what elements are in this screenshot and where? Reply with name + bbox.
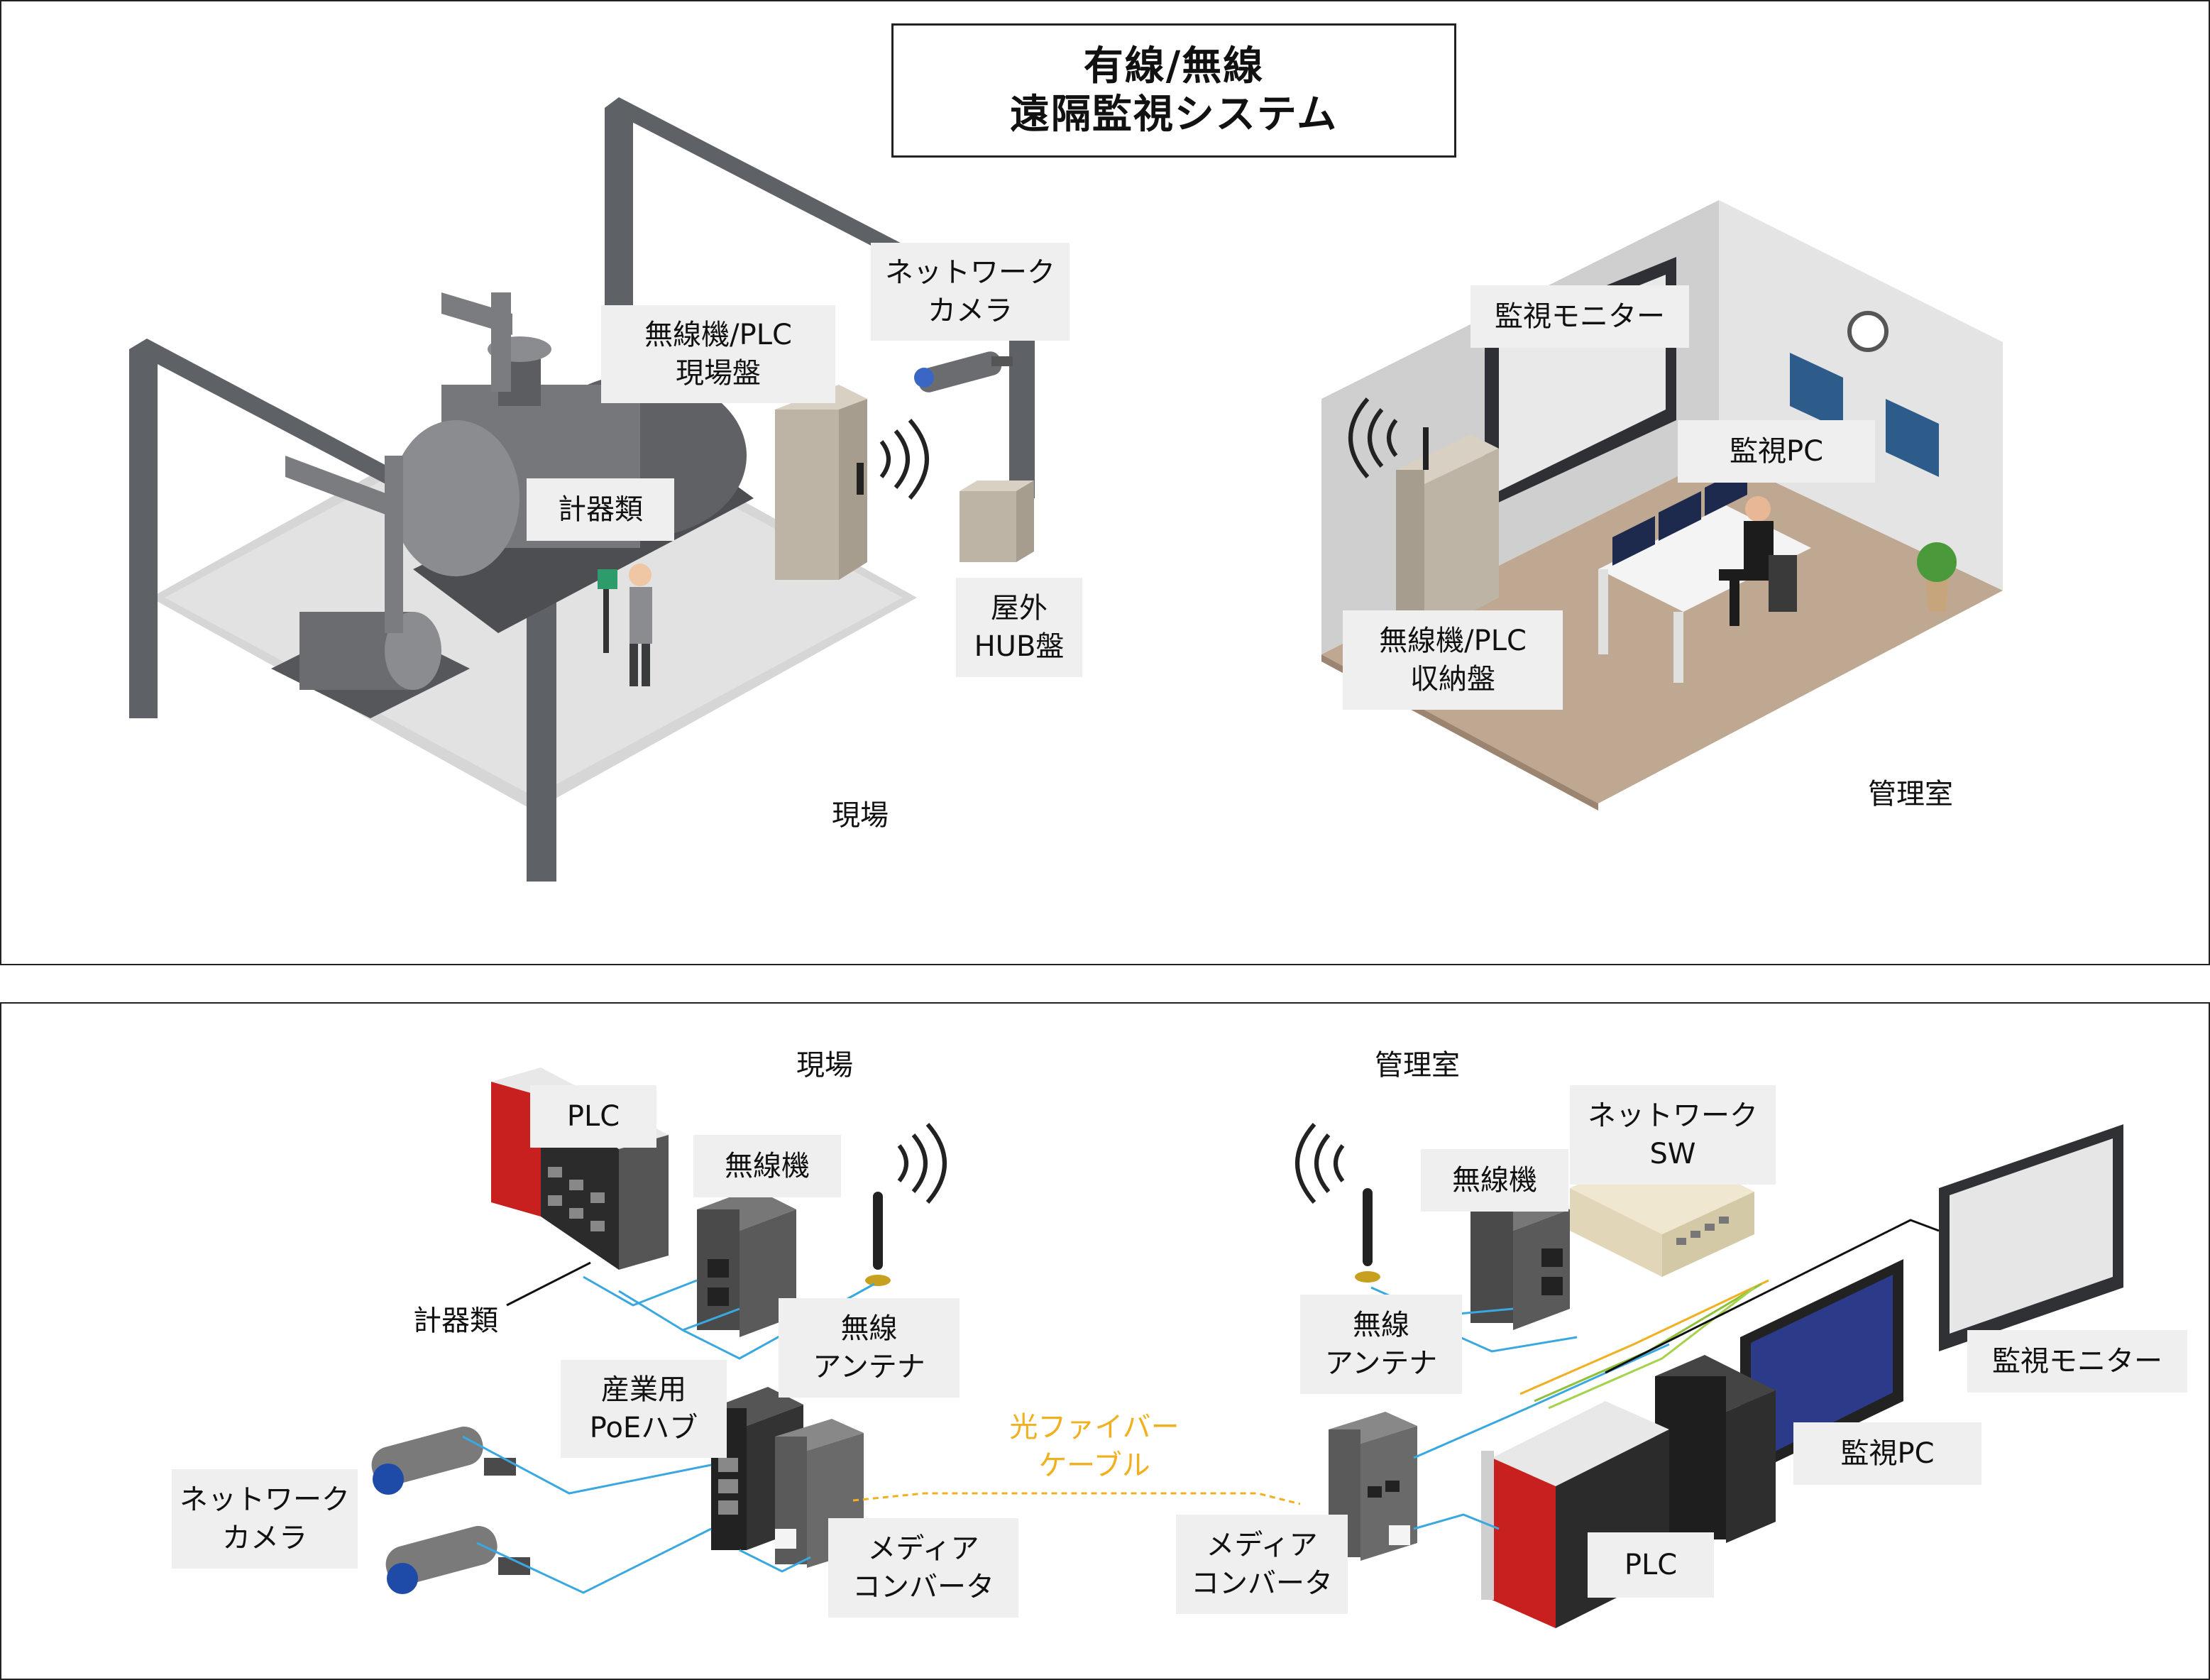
label-monitor: 監視モニター [1967,1330,2187,1393]
label-poe-hub: 産業用 PoEハブ [561,1360,727,1458]
pump [271,456,470,718]
outdoor-hub-box [960,481,1034,562]
label-radio-plc-site-panel: 無線機/PLC 現場盤 [601,305,835,403]
room-plc-device [1481,1401,1669,1628]
site-wireless-icon [879,419,929,500]
wall-monitor [1939,1124,2123,1351]
label-network-camera: ネットワーク カメラ [172,1469,358,1569]
label-monitor-pc: 監視PC [1793,1422,1981,1485]
label-instruments: 計器類 [413,1305,498,1337]
label-network-camera: ネットワーク カメラ [871,243,1070,341]
label-antenna-site: 無線 アンテナ [779,1298,960,1398]
label-network-switch: ネットワーク SW [1570,1085,1776,1185]
room-floor [1321,456,2003,803]
caption-control-room: 管理室 [1868,778,1953,811]
overview-panel: 有線/無線 遠隔監視システム ネットワーク カメラ 無線機/PLC 現場盤 計器… [0,0,2210,965]
diagram-title: 有線/無線 遠隔監視システム [891,23,1456,158]
label-radio-site: 無線機 [693,1135,841,1197]
label-monitor: 監視モニター [1470,285,1689,348]
label-fiber-cable: 光ファイバー ケーブル [1009,1411,1180,1482]
caption-site: 現場 [796,1049,853,1082]
room-antenna [1295,1123,1380,1283]
pc-monitor [1740,1259,1903,1479]
site-panel-cabinet [775,385,867,580]
label-radio-room: 無線機 [1421,1149,1568,1212]
title-line-2: 遠隔監視システム [1009,91,1338,138]
caption-control-room: 管理室 [1375,1049,1460,1082]
site-antenna [865,1123,947,1286]
label-plc-room: PLC [1588,1532,1714,1598]
site-radio-device [697,1188,796,1337]
instruments-leader-line [506,1261,591,1307]
label-media-converter-room: メディア コンバータ [1176,1515,1348,1614]
room-media-converter [1329,1412,1417,1561]
label-media-converter-site: メディア コンバータ [828,1518,1018,1618]
network-panel: 現場 管理室 PLC 無線機 計器類 無線 アンテナ 産業用 PoEハブ ネット… [0,1002,2210,1680]
label-instruments: 計器類 [527,478,674,541]
site-camera-1 [371,1427,516,1495]
label-antenna-room: 無線 アンテナ [1300,1295,1462,1394]
pc-tower [1655,1355,1776,1543]
back-wall-right [1719,200,2003,591]
worker [598,564,652,686]
monitor-cable [1605,1219,1940,1374]
fiber-cable [852,1492,1301,1505]
caption-site: 現場 [832,799,889,832]
site-camera-2 [385,1526,530,1594]
label-monitor-pc: 監視PC [1678,420,1875,483]
network-illustration [371,1067,2123,1628]
title-line-1: 有線/無線 [1083,43,1265,89]
label-radio-plc-storage-panel: 無線機/PLC 収納盤 [1343,610,1563,710]
label-outdoor-hub-panel: 屋外 HUB盤 [956,578,1082,677]
label-plc-site: PLC [530,1085,656,1148]
network-camera-illustration [914,351,1013,392]
